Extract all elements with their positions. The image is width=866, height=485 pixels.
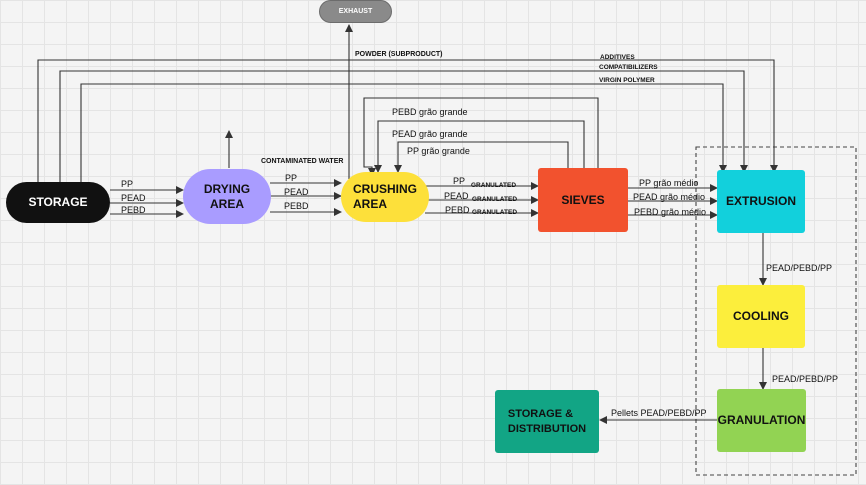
- storage-node: STORAGE: [6, 182, 110, 223]
- edge-sieves-crushing-pebd-grande: [363, 97, 599, 176]
- label-storage-pead: PEAD: [121, 193, 146, 203]
- label-pellets: Pellets PEAD/PEBD/PP: [611, 408, 707, 418]
- label-pebd-medio: PEBD grão médio: [634, 207, 707, 217]
- edge-storage-virgin-polymer: [80, 83, 727, 182]
- label-pp-medio: PP grão médio: [639, 178, 699, 188]
- label-crushing-pp: PP: [453, 176, 466, 186]
- edge-sieves-crushing-pead-grande: [374, 120, 585, 173]
- extrusion-group-boundary: [695, 146, 857, 476]
- label-granulated-1: GRANULATED: [471, 182, 517, 189]
- label-contaminated-water: CONTAMINATED WATER: [261, 158, 344, 165]
- drying-area-node: DRYING AREA: [183, 169, 271, 224]
- granulation-node: GRANULATION: [717, 389, 806, 452]
- label-crushing-pebd: PEBD: [445, 205, 470, 215]
- edge-storage-additives: [37, 59, 778, 182]
- label-drying-pebd: PEBD: [284, 201, 309, 211]
- storage-distribution-node: STORAGE & DISTRIBUTION: [495, 390, 599, 453]
- extrusion-node: EXTRUSION: [717, 170, 805, 233]
- crushing-area-node: CRUSHING AREA: [341, 172, 429, 222]
- exhaust-node: EXHAUST: [319, 0, 392, 23]
- label-pp-grande: PP grão grande: [407, 146, 470, 156]
- label-storage-pebd: PEBD: [121, 205, 146, 215]
- label-pead-grande: PEAD grão grande: [392, 129, 468, 139]
- label-drying-pp: PP: [285, 173, 298, 183]
- label-powder: POWDER (SUBPRODUCT): [355, 51, 443, 58]
- label-cooling-granulation: PEAD/PEBD/PP: [772, 374, 839, 384]
- label-storage-pp: PP: [121, 179, 134, 189]
- label-compatibilizers: COMPATIBILIZERS: [599, 64, 658, 71]
- label-pebd-grande: PEBD grão grande: [392, 107, 468, 117]
- label-extrusion-cooling: PEAD/PEBD/PP: [766, 263, 833, 273]
- cooling-node: COOLING: [717, 285, 805, 348]
- label-virgin-polymer: VIRGIN POLYMER: [599, 77, 655, 84]
- label-additives: ADDITIVES: [600, 54, 635, 61]
- sieves-node: SIEVES: [538, 168, 628, 232]
- label-granulated-2: GRANULATED: [472, 196, 518, 203]
- edge-storage-compatibilizers: [59, 70, 748, 182]
- label-granulated-3: GRANULATED: [472, 209, 518, 216]
- label-drying-pead: PEAD: [284, 187, 309, 197]
- edge-sieves-crushing-pp-grande: [394, 141, 569, 173]
- label-crushing-pead: PEAD: [444, 191, 469, 201]
- label-pead-medio: PEAD grão médio: [633, 192, 706, 202]
